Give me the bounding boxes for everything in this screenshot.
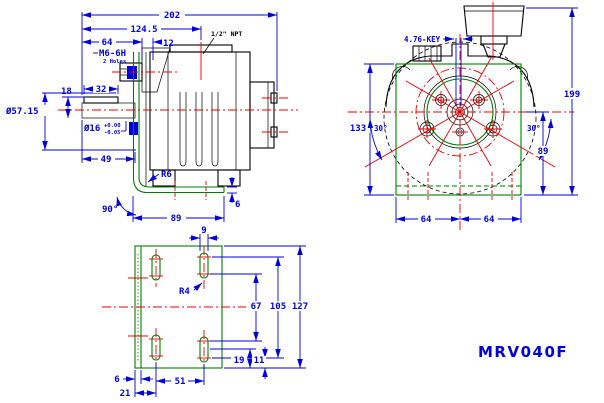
- dim-front-overall-height: 199: [564, 90, 580, 100]
- bottom-view-dimensions: 9 R4 67 105 127 19 11: [114, 226, 311, 399]
- dim-side-shaft-tol-upper: +0.00: [104, 123, 121, 129]
- dim-side-shaft-length: 49: [101, 155, 112, 165]
- dim-side-bracket-angle: 90°: [102, 205, 118, 215]
- front-view: 4.76-KEY 199 133 30° 30° 89 64: [347, 2, 585, 232]
- dim-bottom-plate-length: 127: [292, 302, 308, 312]
- terminal-box: [463, 5, 525, 58]
- dim-front-angle-left: 30°: [374, 124, 388, 133]
- dim-side-shaft-tol-lower: -0.05: [104, 130, 121, 136]
- dim-side-tapped-hole-note: 2 Holes: [103, 59, 126, 65]
- gearbox-housing-side: [145, 44, 251, 187]
- front-view-dimensions: 4.76-KEY 199 133 30° 30° 89 64: [347, 7, 585, 225]
- dim-side-key-length: 32: [96, 85, 107, 95]
- dim-bottom-slot-outer-spacing: 105: [270, 302, 286, 312]
- dim-bottom-slot-width: 9: [201, 226, 206, 236]
- dim-side-base-length: 89: [171, 214, 182, 224]
- dim-bottom-slot-end-radius: R4: [179, 287, 190, 297]
- front-view-centerlines: [348, 2, 574, 232]
- bottom-view: 9 R4 67 105 127 19 11: [102, 226, 311, 399]
- dim-bottom-slot-pitch: 51: [175, 377, 186, 387]
- dim-side-tapped-hole: M6-6H: [99, 49, 126, 59]
- dim-front-center-to-base: 89: [538, 147, 549, 157]
- label-conduit-port: 1/2" NPT: [211, 30, 242, 38]
- dim-side-overall-length: 202: [164, 11, 180, 21]
- dim-side-key-height: 18: [61, 87, 72, 97]
- dim-front-flange-height: 133: [350, 124, 366, 134]
- mounting-bracket-side: [132, 52, 225, 194]
- side-view-dimensions: 202 124.5 64 12 M6-6H 2 Holes 1/2" NPT Ø…: [5, 10, 278, 224]
- bottom-view-centerlines: [102, 246, 246, 369]
- dim-bottom-slot-inner-spacing: 67: [251, 302, 262, 312]
- motor-side: [249, 81, 278, 149]
- dim-bottom-lip-width: 6: [114, 375, 119, 385]
- dim-side-hub-dia: Ø57.15: [5, 106, 39, 117]
- dim-bottom-slot-to-edge: 19: [234, 356, 245, 366]
- dim-side-shaft-dia: Ø16: [83, 123, 100, 134]
- drawing-title: MRV040F: [478, 343, 568, 361]
- dim-side-flange-width: 12: [163, 39, 174, 49]
- dim-side-base-thickness: 6: [235, 200, 240, 210]
- dim-front-key-size: 4.76-KEY: [404, 35, 441, 44]
- dim-front-bolt-spacing-right: 64: [484, 215, 495, 225]
- dim-side-length-to-port: 124.5: [130, 25, 157, 35]
- dim-bottom-slot-offset: 21: [120, 389, 131, 399]
- dim-side-shaft-to-flange: 64: [102, 38, 113, 48]
- side-view: 202 124.5 64 12 M6-6H 2 Holes 1/2" NPT Ø…: [5, 10, 298, 224]
- worm-shaft-side: [119, 47, 171, 93]
- dim-bottom-slot-end-to-edge: 11: [254, 356, 265, 366]
- dim-side-fillet-radius: R6: [161, 170, 172, 180]
- flange-plate-front: [395, 63, 522, 196]
- side-view-centerlines: [58, 42, 298, 200]
- dim-front-bolt-spacing-left: 64: [421, 215, 432, 225]
- dim-front-angle-right: 30°: [527, 124, 541, 133]
